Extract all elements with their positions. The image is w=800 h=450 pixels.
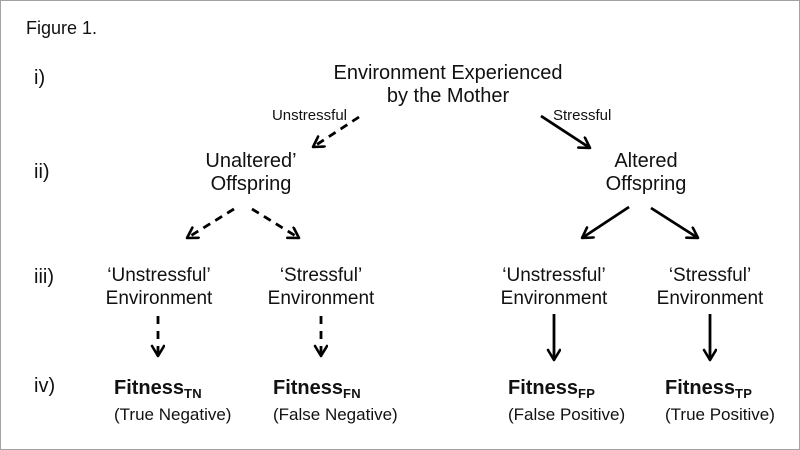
- arrow-altered-to-unstressful-env-solid: [582, 205, 630, 238]
- altered-offspring-line1: Altered: [614, 150, 678, 172]
- fitness-tn-subscript: TN: [184, 386, 202, 401]
- altered-offspring-line2: Offspring: [605, 173, 687, 195]
- root-node-line1: Environment Experienced: [333, 62, 563, 84]
- fitness-tp-subscript: TP: [735, 386, 753, 401]
- env3-line2: Environment: [500, 288, 608, 309]
- arrow-mother-to-altered-solid: [540, 114, 590, 148]
- arrow-altered-to-stressful-env-solid: [650, 206, 698, 238]
- outcome-fitness-tn: FitnessTN (True Negative): [114, 377, 231, 425]
- fitness-fp-label: FitnessFP: [508, 377, 625, 401]
- arrow-unaltered-to-stressful-env-dashed: [251, 207, 299, 238]
- outcome-fitness-fp: FitnessFP (False Positive): [508, 377, 625, 425]
- row-label-iii: iii): [34, 266, 54, 288]
- root-node-mother-environment: Environment Experienced by the Mother: [333, 62, 562, 108]
- arrow-mother-to-unaltered-dashed: [313, 115, 360, 147]
- node-unaltered-offspring: Unaltered’ Offspring: [205, 150, 296, 196]
- env4-line2: Environment: [656, 288, 764, 309]
- node-env-unstressful-1: ‘Unstressful’ Environment: [106, 264, 213, 310]
- fitness-fn-caption: (False Negative): [273, 405, 398, 424]
- node-altered-offspring: Altered Offspring: [606, 150, 687, 196]
- row-label-iv: iv): [34, 375, 56, 397]
- node-env-unstressful-2: ‘Unstressful’ Environment: [501, 264, 608, 310]
- branch-label-stressful: Stressful: [553, 107, 612, 124]
- env2-line2: Environment: [267, 288, 375, 309]
- env1-line2: Environment: [105, 288, 213, 309]
- fitness-tp-label: FitnessTP: [665, 377, 775, 401]
- fitness-tp-base: Fitness: [665, 377, 736, 399]
- node-env-stressful-2: ‘Stressful’ Environment: [657, 264, 764, 310]
- env2-line1: ‘Stressful’: [279, 265, 363, 286]
- node-env-stressful-1: ‘Stressful’ Environment: [268, 264, 375, 310]
- outcome-fitness-fn: FitnessFN (False Negative): [273, 377, 398, 425]
- env4-line1: ‘Stressful’: [668, 265, 752, 286]
- fitness-fp-caption: (False Positive): [508, 405, 626, 424]
- fitness-fn-base: Fitness: [273, 377, 344, 399]
- unaltered-offspring-line1: Unaltered’: [205, 150, 297, 172]
- fitness-fn-label: FitnessFN: [273, 377, 398, 401]
- fitness-tp-caption: (True Positive): [665, 405, 775, 424]
- arrow-unaltered-to-unstressful-env-dashed: [187, 207, 235, 238]
- fitness-tn-caption: (True Negative): [114, 405, 232, 424]
- figure-label: Figure 1.: [26, 18, 98, 38]
- env3-line1: ‘Unstressful’: [502, 265, 606, 286]
- unaltered-offspring-line2: Offspring: [210, 173, 292, 195]
- branch-label-unstressful: Unstressful: [271, 107, 347, 124]
- fitness-fn-subscript: FN: [343, 386, 361, 401]
- fitness-tn-base: Fitness: [114, 377, 185, 399]
- root-node-line2: by the Mother: [386, 85, 510, 107]
- outcome-fitness-tp: FitnessTP (True Positive): [665, 377, 775, 425]
- row-label-ii: ii): [34, 161, 50, 183]
- fitness-fp-subscript: FP: [578, 386, 596, 401]
- env1-line1: ‘Unstressful’: [107, 265, 211, 286]
- fitness-tn-label: FitnessTN: [114, 377, 231, 401]
- row-label-i: i): [34, 67, 46, 89]
- fitness-fp-base: Fitness: [508, 377, 579, 399]
